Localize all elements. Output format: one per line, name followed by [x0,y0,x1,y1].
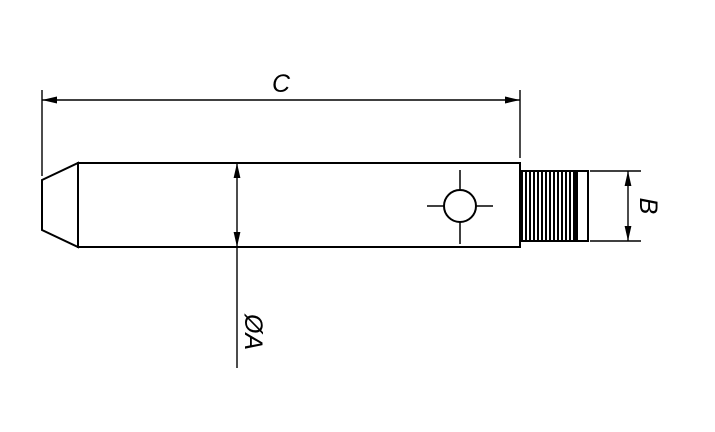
dim-label-c: C [272,70,291,98]
cross-hole [427,170,493,244]
thread-end-face [576,170,589,242]
dimension-c: C [41,70,521,176]
dim-b-arrow-bottom [624,226,632,241]
dimension-a: ØA [233,163,267,368]
dim-label-b: B [634,198,662,215]
part-outline [41,161,589,249]
dim-b-arrow-top [624,171,632,186]
dimension-b: B [590,170,662,242]
dim-a-arrow-top [233,163,241,178]
hole-circle [443,189,477,223]
thread-stripes [523,172,573,240]
part-tip [41,161,79,249]
dim-c-arrow-left [42,96,57,104]
dim-label-a: ØA [239,313,267,350]
dim-c-arrow-right [505,96,520,104]
dim-a-arrow-bottom [233,232,241,247]
